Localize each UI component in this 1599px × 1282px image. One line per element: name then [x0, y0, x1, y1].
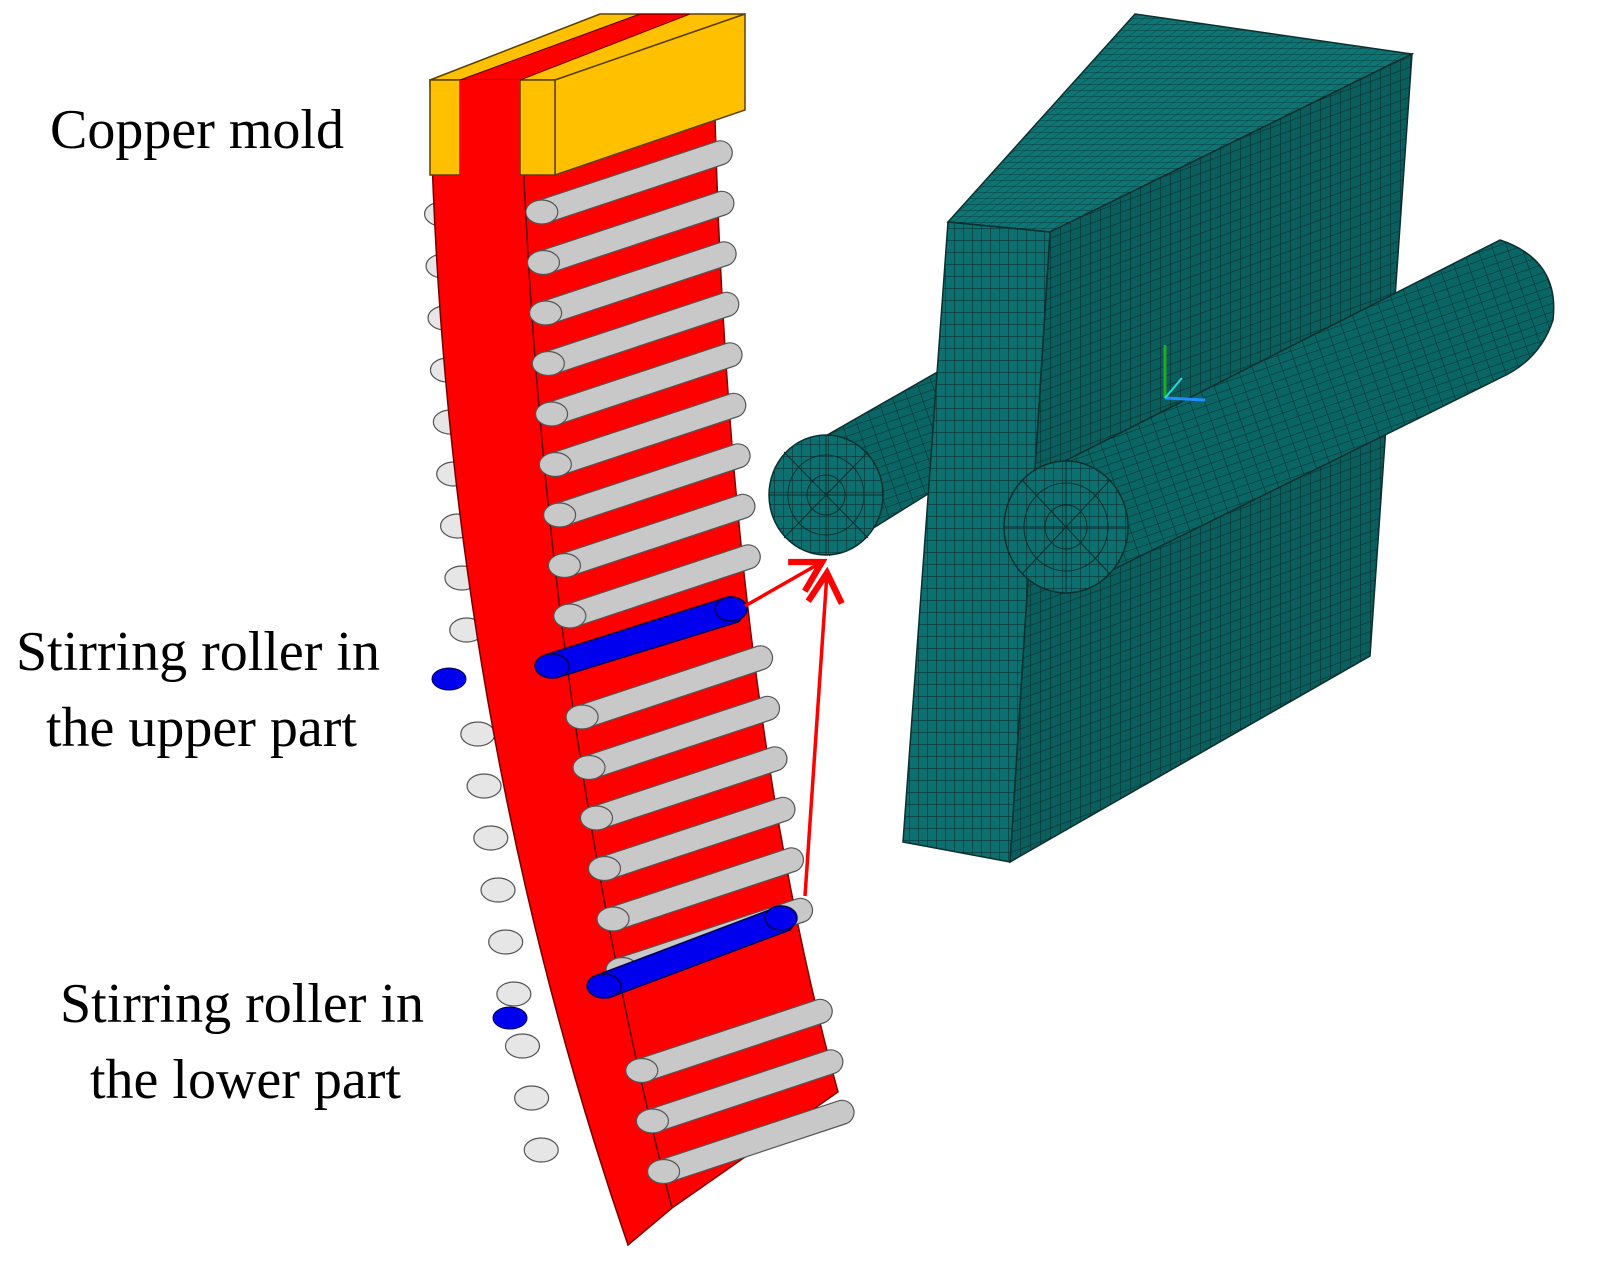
lower-label-line2: the lower part — [90, 1049, 401, 1111]
guide-roller — [596, 847, 804, 932]
lower-stirring-roller-label: Stirring roller in the lower part — [60, 966, 424, 1118]
mesh-slab-front — [902, 221, 1051, 863]
inner-roller-row — [525, 140, 855, 1185]
outer-guide-roller — [488, 929, 524, 955]
guide-roller — [565, 645, 774, 730]
outer-guide-roller — [480, 877, 516, 903]
pointer-arrows — [744, 558, 845, 897]
arrow-lower — [803, 566, 845, 897]
mesh-roller-left-spokes — [769, 435, 883, 555]
guide-roller — [529, 241, 737, 326]
outer-guide-roller — [473, 825, 509, 851]
guide-roller — [579, 746, 788, 831]
fe-mesh-model — [768, 13, 1555, 864]
guide-roller — [526, 190, 735, 276]
guide-roller — [543, 443, 751, 528]
guide-roller — [646, 1099, 855, 1185]
guide-roller — [635, 1049, 844, 1134]
guide-roller — [547, 493, 756, 579]
outer-guide-roller — [460, 721, 496, 747]
outer-guide-roller — [496, 981, 532, 1007]
stirring-roller-upper — [431, 596, 748, 691]
copper-mold-label-text: Copper mold — [50, 99, 344, 161]
upper-label-line1: Stirring roller in — [16, 621, 380, 683]
guide-roller — [553, 544, 761, 629]
copper-mold-label: Copper mold — [50, 92, 344, 168]
outer-guide-roller — [466, 773, 502, 799]
guide-roller — [538, 392, 747, 478]
outer-guide-roller — [504, 1033, 541, 1059]
guide-roller — [525, 140, 733, 225]
copper-mold — [429, 12, 746, 177]
outer-guide-roller — [523, 1137, 559, 1163]
guide-roller — [534, 342, 743, 427]
upper-label-line2: the upper part — [46, 697, 357, 759]
mesh-roller-right-spokes — [1004, 461, 1128, 593]
upper-stirring-roller-label: Stirring roller in the upper part — [16, 614, 380, 766]
guide-roller — [531, 291, 740, 377]
guide-roller — [587, 796, 796, 882]
stirring-roller-lower — [492, 905, 798, 1030]
outer-guide-roller — [514, 1085, 550, 1111]
axis-triad-icon — [1163, 345, 1206, 402]
guide-roller — [625, 998, 833, 1084]
arrow-upper — [744, 558, 828, 608]
mesh-roller-right-body — [1062, 239, 1555, 593]
guide-roller — [572, 695, 780, 781]
lower-label-line1: Stirring roller in — [60, 973, 424, 1035]
